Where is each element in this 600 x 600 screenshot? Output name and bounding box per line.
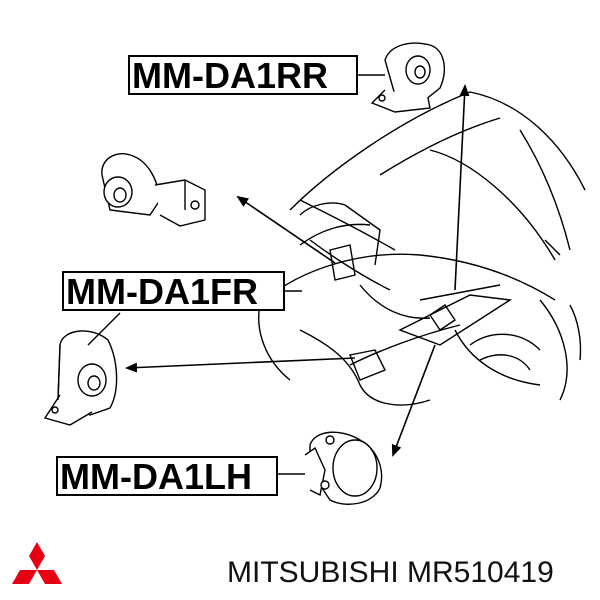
lh-mount-drawing	[304, 431, 383, 505]
front-mount-drawing	[101, 153, 206, 227]
pointer-arrows	[125, 84, 470, 457]
vehicle-body-outline	[258, 91, 586, 406]
three-diamond-logo-icon	[12, 542, 62, 584]
rear-mount-drawing	[370, 42, 446, 113]
arrow-lh	[391, 344, 436, 457]
part-label-rear-mount-text: MM-DA1RR	[132, 55, 328, 96]
arrow-front	[236, 195, 336, 264]
left-mount-drawing	[43, 330, 118, 426]
arrow-left	[125, 357, 356, 373]
part-label-rear-mount: MM-DA1RR	[128, 55, 358, 95]
part-label-left-mount: MM-DA1LH	[56, 456, 278, 496]
part-label-front-mount-text: MM-DA1FR	[66, 271, 258, 312]
arrow-rear	[454, 84, 470, 291]
part-label-front-mount: MM-DA1FR	[62, 271, 285, 311]
leader-lines	[87, 74, 385, 475]
brand-part-number: MITSUBISHI MR510419	[227, 556, 554, 589]
part-label-left-mount-text: MM-DA1LH	[60, 456, 252, 497]
